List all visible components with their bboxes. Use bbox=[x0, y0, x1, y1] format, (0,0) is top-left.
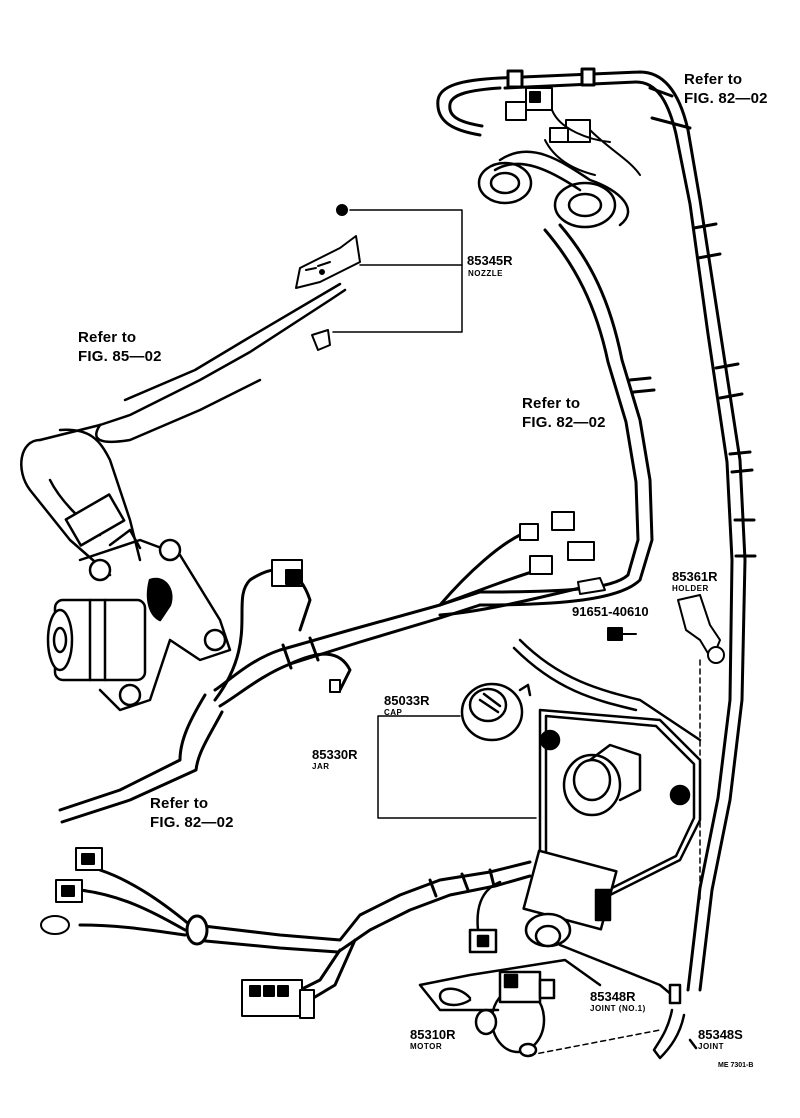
joint-part-number: 85348S bbox=[698, 1027, 743, 1042]
refer-top-right-line2: FIG. 82—02 bbox=[684, 90, 768, 107]
jar-part-number: 85330R bbox=[312, 747, 358, 762]
refer-bottom-line1: Refer to bbox=[150, 795, 209, 812]
center-harness bbox=[478, 223, 656, 607]
washer-motor bbox=[418, 958, 661, 1058]
motor-part-number: 85310R bbox=[410, 1027, 456, 1042]
wiper-motor-linkage bbox=[46, 528, 232, 712]
refer-left-line2: FIG. 85—02 bbox=[78, 348, 162, 365]
lower-connectors bbox=[40, 847, 315, 1019]
joint1-part-name: JOINT (NO.1) bbox=[590, 1004, 646, 1013]
refer-left-line1: Refer to bbox=[78, 329, 137, 346]
refer-mid-line2: FIG. 82—02 bbox=[522, 414, 606, 431]
refer-bottom-line2: FIG. 82—02 bbox=[150, 814, 234, 831]
wiper-arm bbox=[20, 282, 347, 577]
nozzle-part-name: NOZZLE bbox=[468, 269, 503, 278]
holder-part-name: HOLDER bbox=[672, 584, 709, 593]
cap-part-number: 85033R bbox=[384, 693, 430, 708]
refer-top-right-line1: Refer to bbox=[684, 71, 743, 88]
washer-motor-area bbox=[468, 849, 674, 997]
joint1-part-number: 85348R bbox=[590, 989, 636, 1004]
nozzle-callout bbox=[332, 209, 463, 333]
nozzle-parts bbox=[295, 204, 361, 351]
lower-harness bbox=[78, 860, 532, 1002]
upper-connectors bbox=[505, 87, 641, 176]
joint-part-name: JOINT bbox=[698, 1042, 725, 1051]
cap-part-name: CAP bbox=[384, 708, 403, 717]
upper-grommets bbox=[477, 150, 630, 229]
bolt-part-number: 91651-40610 bbox=[572, 604, 649, 619]
jar-part-name: JAR bbox=[312, 762, 330, 771]
middle-connectors bbox=[271, 511, 606, 693]
holder-part-number: 85361R bbox=[672, 569, 718, 584]
jar-callout bbox=[377, 715, 537, 819]
joints bbox=[652, 983, 698, 1060]
motor-part-name: MOTOR bbox=[410, 1042, 443, 1051]
figure-code: ME 7301-B bbox=[718, 1062, 754, 1069]
bolt bbox=[607, 627, 637, 641]
upper-hose-assembly bbox=[436, 67, 757, 992]
nozzle-part-number: 85345R bbox=[467, 253, 513, 268]
jar-cap bbox=[460, 682, 532, 742]
refer-mid-line1: Refer to bbox=[522, 395, 581, 412]
